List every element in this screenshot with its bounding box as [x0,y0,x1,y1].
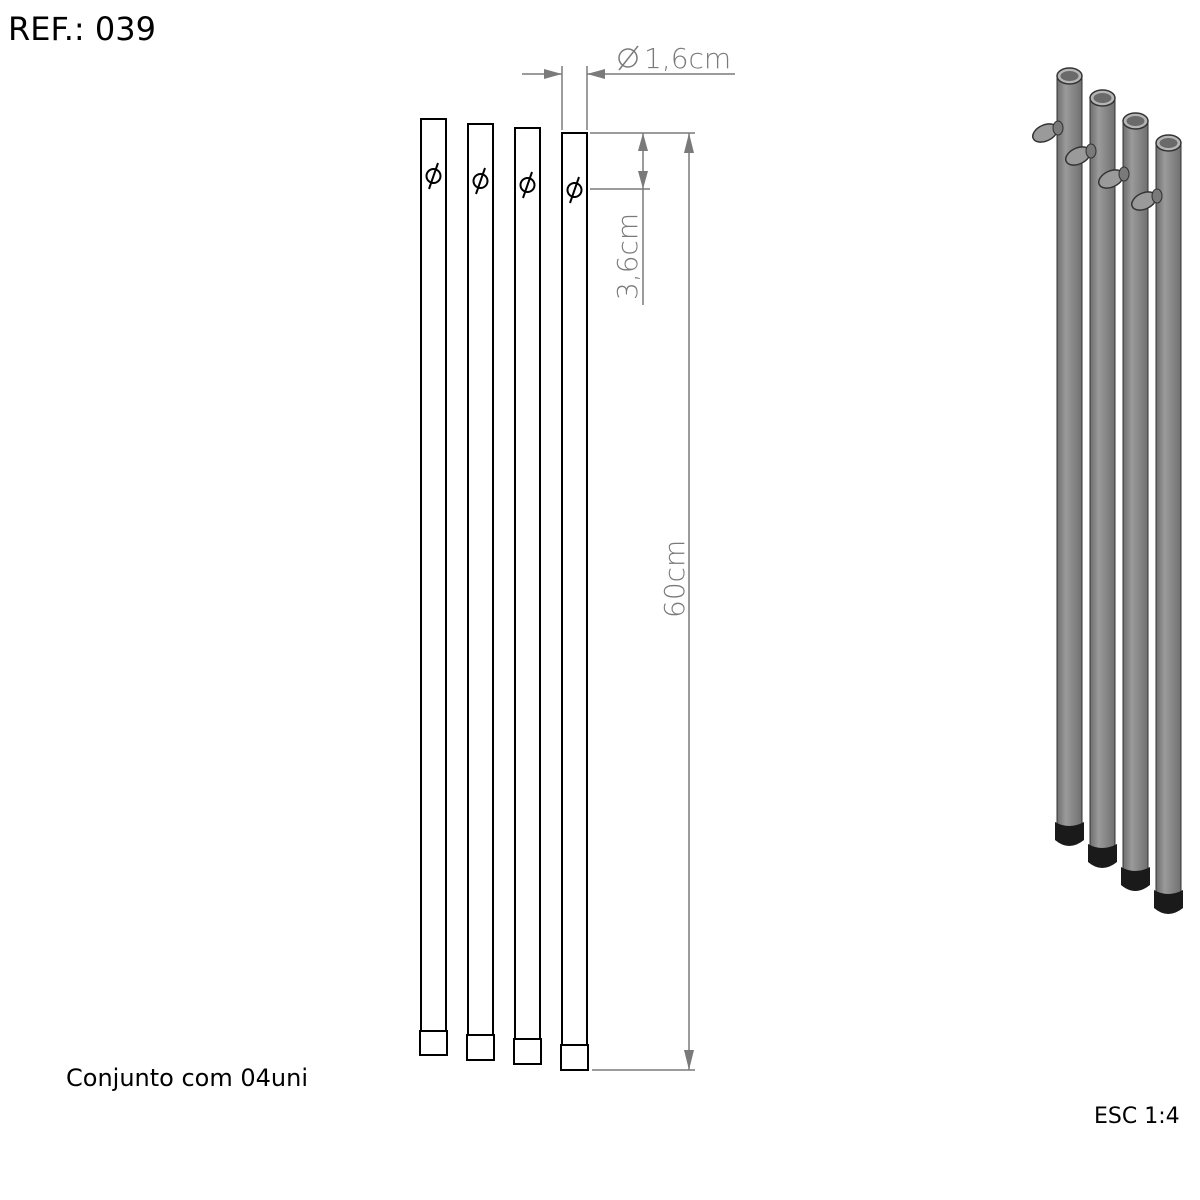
tube-3d-1 [1031,67,1084,846]
pin-symbol-icon [519,171,536,199]
pin-symbol-icon [425,162,442,190]
hole-offset-dimension [590,132,695,305]
wing-nut-icon [1031,120,1064,143]
tube-front-1 [419,118,448,1056]
diameter-value: 1,6cm [644,42,731,75]
scale-label: ESC 1:4 [1094,1104,1180,1129]
tube-3d-4 [1130,134,1183,914]
hole-offset-value: 3,6cm [611,213,644,300]
tube-3d-3 [1097,112,1150,891]
reference-label: REF.: 039 [8,10,156,48]
length-dimension [592,133,695,1071]
pin-symbol-icon [566,176,583,204]
tube-front-2 [466,123,495,1061]
wing-nut-icon [1064,143,1097,166]
pin-symbol-icon [472,167,489,195]
tube-front-4 [560,132,589,1071]
diameter-dimension [522,45,735,130]
length-value: 60cm [658,540,691,618]
tube-3d-2 [1064,89,1117,868]
wing-nut-icon [1130,188,1163,211]
set-description: Conjunto com 04uni [66,1064,308,1092]
tube-front-3 [513,127,542,1065]
wing-nut-icon [1097,166,1130,189]
